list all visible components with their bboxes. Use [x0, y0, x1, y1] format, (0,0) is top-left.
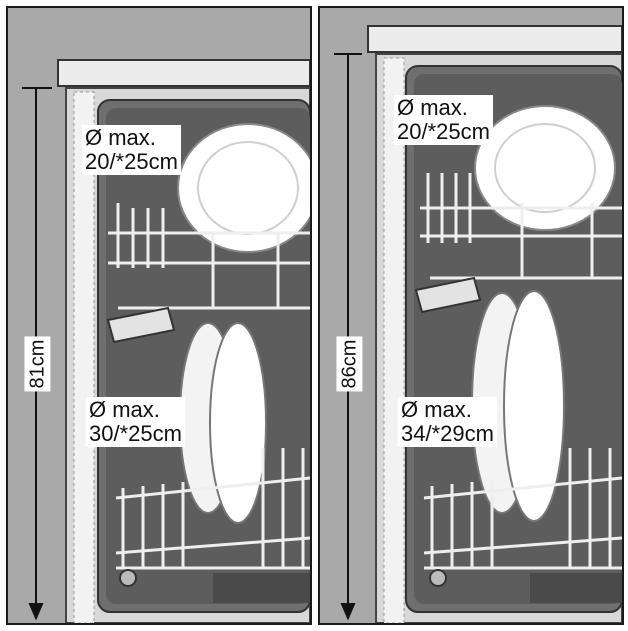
dishwasher-panel-left: Ø max. 20/*25cm Ø max. 30/*25cm 81cm	[6, 6, 312, 625]
upper-basket	[420, 173, 622, 280]
upper-basket-label: Ø max. 20/*25cm	[394, 95, 493, 145]
countertop	[367, 25, 622, 53]
height-arrow	[334, 53, 362, 621]
lower-plate-2	[503, 290, 565, 522]
lower-basket	[423, 448, 622, 570]
dishwasher-drawing-right	[320, 8, 622, 623]
lower-plate-2	[209, 322, 267, 524]
dishwasher-panel-right: Ø max. 20/*25cm Ø max. 34/*29cm 86cm	[318, 6, 624, 625]
height-label: 81cm	[24, 336, 51, 392]
upper-basket	[108, 203, 310, 310]
height-label: 86cm	[336, 336, 363, 392]
countertop	[57, 59, 310, 87]
lower-basket-label: Ø max. 30/*25cm	[86, 397, 185, 447]
lower-basket-label: Ø max. 34/*29cm	[398, 397, 497, 447]
lower-basket	[115, 448, 310, 570]
upper-basket-label: Ø max. 20/*25cm	[82, 125, 181, 175]
basket-handle	[414, 276, 482, 314]
basket-handle	[106, 306, 176, 344]
dishwasher-drawing-left	[8, 8, 310, 623]
